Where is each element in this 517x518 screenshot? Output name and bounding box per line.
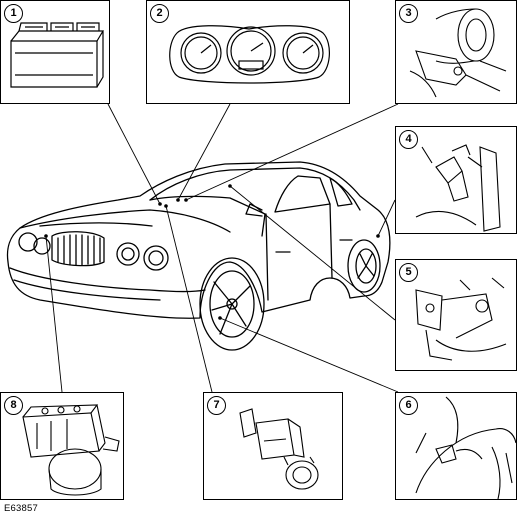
callout-number-2: 2 [150,4,169,23]
callout-number-8: 8 [4,396,23,415]
steering-column-sensor-icon [409,8,507,98]
car-windshield [149,195,266,237]
car-side-window-rear [329,177,353,207]
leader-line-7 [165,205,213,393]
switch-actuator-icon [239,408,319,490]
callout-panel-5: 5 [395,259,517,371]
leader-line-1 [107,103,161,205]
brake-sensor-icon [415,277,507,361]
car-grille [51,231,105,267]
callout-number-4: 4 [399,130,418,149]
callout-number-3: 3 [399,4,418,23]
headlight-left-inner [33,237,51,255]
headlight-right-outer [143,245,169,271]
car-door-line [265,203,333,301]
leader-line-6 [219,317,399,393]
headlight-right-inner [116,242,140,266]
callout-panel-6: 6 [395,392,517,500]
callout-number-6: 6 [399,396,418,415]
callout-panel-4: 4 [395,126,517,234]
callout-panel-8: 8 [0,392,124,500]
car-hood-line [19,209,231,233]
callout-panel-7: 7 [203,392,343,500]
callout-panel-1: 1 [0,0,110,104]
leader-lines [45,103,399,393]
rear-wheel [347,239,381,293]
front-wheel [199,257,265,351]
instrument-cluster-icon [169,25,330,84]
leader-line-3 [185,103,399,201]
leader-line-5 [229,185,396,321]
car-body-outline [6,161,391,319]
car-front-bumper [9,267,206,293]
callout-panel-2: 2 [146,0,350,104]
leader-line-8 [45,235,63,393]
leader-line-2 [177,103,231,201]
car-roofline [149,167,361,211]
callout-number-5: 5 [399,263,418,282]
callout-number-7: 7 [207,396,226,415]
pedal-switch-icon [415,144,501,232]
abs-modulator-icon [22,404,120,496]
callout-panel-3: 3 [395,0,517,104]
figure-reference-id: E63857 [4,503,38,514]
car-side-window-front [274,175,331,213]
headlight-left-outer [18,232,38,252]
module-icon [10,22,105,88]
leader-line-4 [377,199,396,237]
callout-number-1: 1 [4,4,23,23]
wheel-speed-sensor-icon [415,396,517,500]
